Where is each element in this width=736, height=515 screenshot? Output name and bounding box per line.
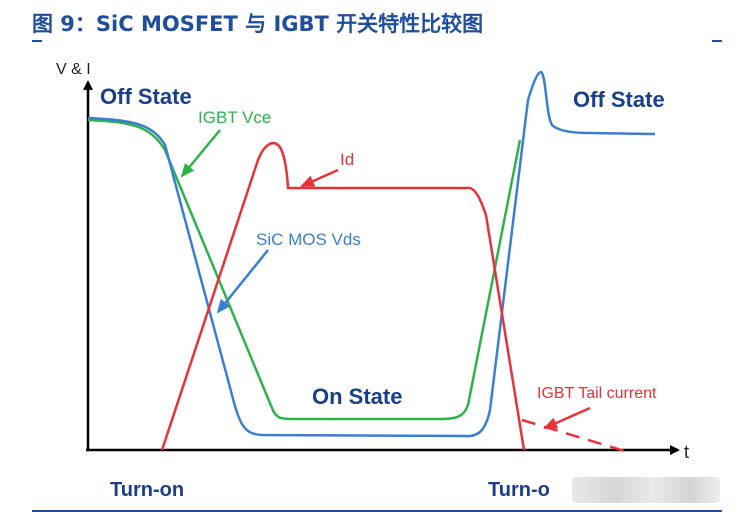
x-axis-label: t [684,442,689,462]
title-rule-left-tick [32,40,42,42]
bottom-rule [32,510,722,512]
turn-on-label: Turn-on [110,479,184,501]
obscured-watermark [572,477,720,503]
figure-title: 图 9：SiC MOSFET 与 IGBT 开关特性比较图 [32,12,484,36]
title-rule-right-tick [712,40,722,42]
sic-vds-curve [87,70,656,438]
igbt-vce-pointer-arrow [180,129,221,178]
sic-vds-label: SiC MOS Vds [256,230,361,249]
igbt-vce-curve [87,118,522,421]
turn-off-label: Turn-o [488,479,550,501]
off-state-right-label: Off State [573,87,665,112]
off-state-left-label: Off State [100,84,192,109]
id-curve [160,141,526,451]
on-state-label: On State [312,384,402,409]
igbt-tail-pointer-arrow [543,406,591,430]
id-pointer-arrow [300,168,339,188]
y-axis-label: V & I [56,61,91,78]
igbt-tail-current-label: IGBT Tail current [537,385,657,402]
igbt-tail-current-curve [521,418,629,454]
sic-vds-pointer-arrow [216,249,269,314]
id-label: Id [340,150,354,169]
igbt-vce-label: IGBT Vce [198,108,271,127]
